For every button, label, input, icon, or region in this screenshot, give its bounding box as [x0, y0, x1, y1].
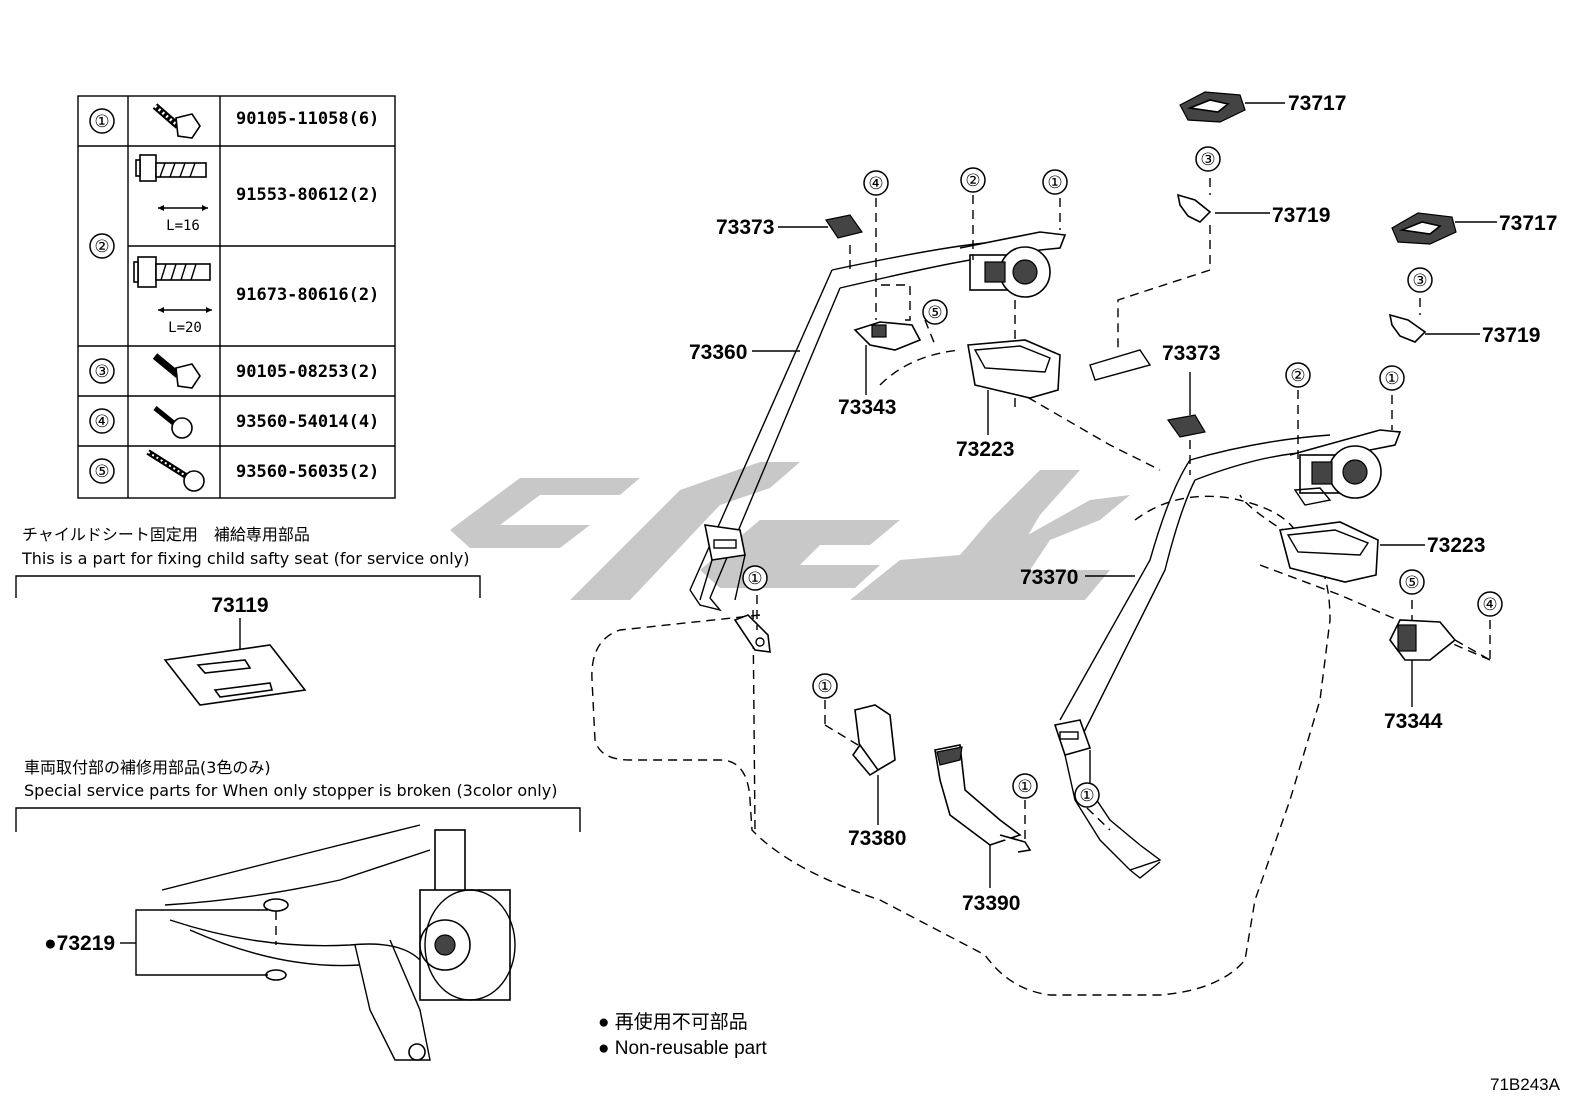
- callout-73719-right: 73719: [1482, 324, 1540, 347]
- callout-73373-right: 73373: [1162, 342, 1220, 365]
- watermark-logo: [450, 462, 1130, 600]
- retractor-right: [1289, 429, 1402, 506]
- length-label-20: L=20: [168, 320, 202, 336]
- cover-73717-right: [1391, 212, 1457, 245]
- legend-jp: ● 再使用不可部品: [598, 1011, 748, 1033]
- bracket-73344: [1389, 600, 1491, 661]
- fastener-pn-3: 90105-08253(2): [236, 362, 379, 382]
- ref-markers: ③ ③ ④ ② ① ⑤ ② ① ⑤ ④ ① ① ① ①: [742, 146, 1503, 808]
- callouts: 73717 73717 73719 73719 73373 73373 7336…: [689, 92, 1557, 915]
- callout-73223-right: 73223: [1427, 534, 1485, 557]
- marker-3-right: ③: [1412, 271, 1427, 291]
- marker-1-top: ①: [1047, 173, 1062, 193]
- fastener-pn-4: 93560-54014(4): [236, 412, 379, 432]
- child-seat-note: チャイルドシート固定用 補給専用部品 This is a part for fi…: [15, 525, 481, 706]
- diagram-code: 71B243A: [1490, 1075, 1561, 1094]
- callout-73119: 73119: [211, 594, 268, 617]
- tapping-screw-icon: [146, 449, 205, 492]
- bolt-icon: [152, 353, 201, 389]
- callout-73717-right: 73717: [1499, 212, 1557, 235]
- tab-plate: [1089, 349, 1152, 381]
- bracket-73719-right: [1388, 298, 1427, 343]
- retractor-detail: [161, 824, 516, 1061]
- table-ref-3: ③: [94, 362, 109, 382]
- cover-73717-top: [1179, 91, 1246, 123]
- marker-1-buckle: ①: [817, 677, 832, 697]
- bracket-73719-top: [1117, 178, 1212, 348]
- flange-bolt-icon: [135, 154, 208, 211]
- callout-73344: 73344: [1384, 710, 1443, 733]
- legend-en: ● Non-reusable part: [598, 1038, 768, 1059]
- table-ref-1: ①: [94, 112, 109, 132]
- buckle-tongue: [703, 524, 746, 561]
- marker-1-buckle-73390: ①: [1017, 777, 1032, 797]
- callout-73223-left: 73223: [956, 438, 1014, 461]
- marker-4-right: ④: [1482, 595, 1497, 615]
- callout-73719-top: 73719: [1272, 204, 1330, 227]
- callout-73373-left: 73373: [716, 216, 774, 239]
- buckle-73390: [934, 744, 1032, 853]
- fastener-pn-5: 93560-56035(2): [236, 462, 379, 482]
- child-seat-note-en: This is a part for fixing child safty se…: [21, 549, 469, 568]
- callout-73380: 73380: [848, 827, 906, 850]
- length-label-16: L=16: [166, 218, 200, 234]
- child-seat-anchor-plate: [163, 644, 307, 706]
- child-seat-note-jp: チャイルドシート固定用 補給専用部品: [22, 525, 310, 544]
- flange-bolt-icon: [133, 256, 212, 313]
- buckle-73380: [824, 700, 896, 777]
- pad-73373-left: [825, 214, 863, 275]
- callout-73390: 73390: [962, 892, 1020, 915]
- leader-lines: [752, 102, 1497, 888]
- legend: ● 再使用不可部品 ● Non-reusable part: [598, 1011, 768, 1059]
- marker-5-right: ⑤: [1404, 573, 1419, 593]
- pad-73373-right: [1166, 414, 1206, 475]
- marker-5-left: ⑤: [927, 303, 942, 323]
- table-ref-2: ②: [94, 237, 109, 257]
- bracket-73343: [853, 198, 936, 351]
- callout-73717-top: 73717: [1288, 92, 1346, 115]
- fastener-pn-1: 90105-11058(6): [236, 109, 379, 129]
- marker-2-left: ②: [965, 171, 980, 191]
- marker-2-right: ②: [1290, 366, 1305, 386]
- anchor-plate: [733, 614, 771, 653]
- marker-3-top: ③: [1200, 150, 1215, 170]
- stopper-note-en: Special service parts for When only stop…: [24, 781, 557, 800]
- bolt-icon: [152, 103, 201, 139]
- callout-73343: 73343: [838, 396, 896, 419]
- fastener-table: ① ② ③ ④ ⑤ L=16: [77, 95, 396, 499]
- callout-73370: 73370: [1020, 566, 1078, 589]
- seatbelt-73360: [689, 241, 1001, 653]
- callout-73219: ●73219: [44, 932, 115, 955]
- housing-cup-left: [967, 300, 1061, 410]
- fastener-pn-2a: 91553-80612(2): [236, 185, 379, 205]
- marker-4-left: ④: [868, 174, 883, 194]
- marker-1-belt-left: ①: [747, 569, 762, 589]
- table-ref-4: ④: [94, 412, 109, 432]
- marker-1-belt-right: ①: [1079, 786, 1094, 806]
- retractor-left: [959, 231, 1067, 298]
- marker-1-right: ①: [1384, 369, 1399, 389]
- table-ref-5: ⑤: [94, 462, 109, 482]
- stopper-note: 車両取付部の補修用部品(3色のみ) Special service parts …: [15, 758, 581, 1061]
- buckle-tongue: [1053, 719, 1092, 756]
- stopper-note-jp: 車両取付部の補修用部品(3色のみ): [24, 758, 271, 777]
- screw-icon: [153, 406, 193, 439]
- fastener-pn-2b: 91673-80616(2): [236, 285, 379, 305]
- housing-cup-right: [1278, 521, 1379, 583]
- callout-73360: 73360: [689, 341, 747, 364]
